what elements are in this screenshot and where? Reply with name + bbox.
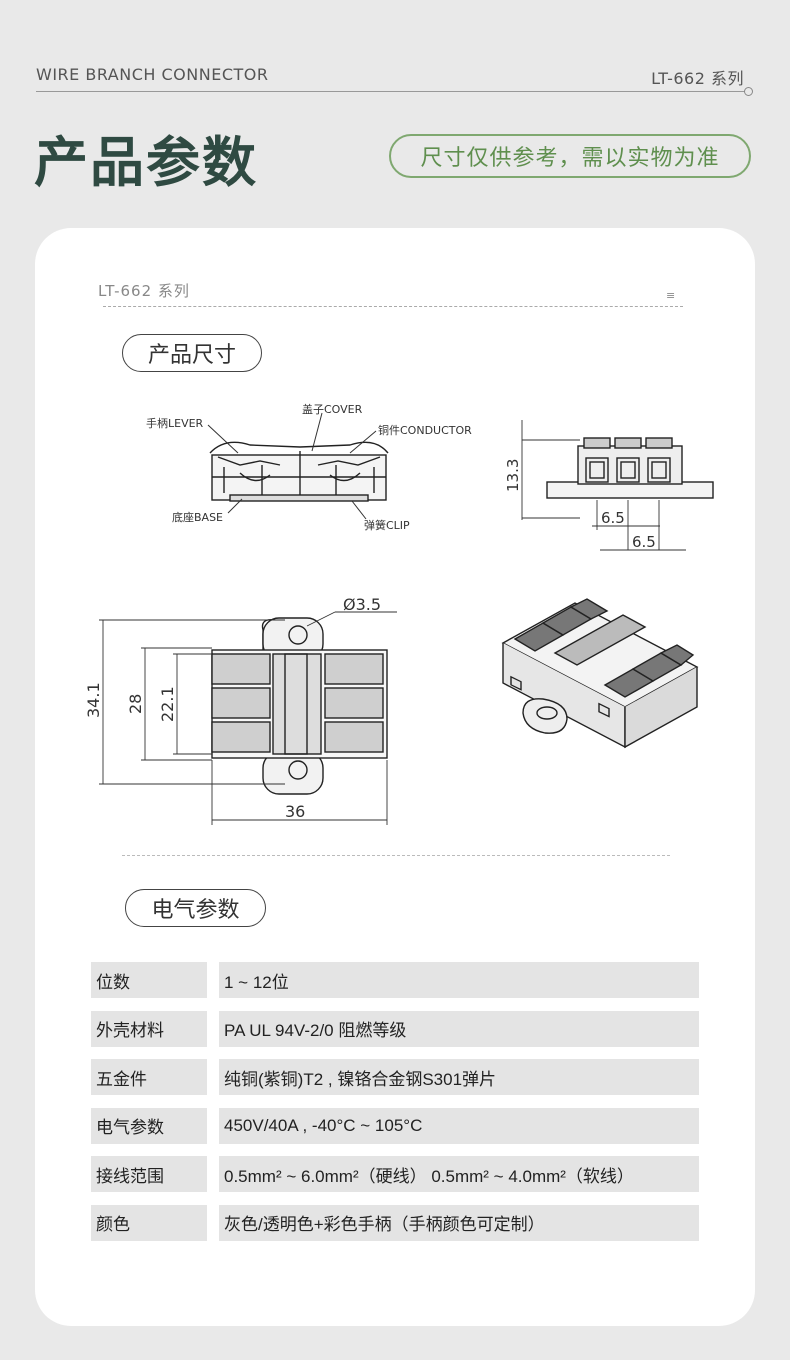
header-divider-dot: [744, 87, 753, 96]
dimension-heading: 产品尺寸: [122, 334, 262, 372]
spec-key: 五金件: [91, 1059, 207, 1095]
isometric-drawing: [501, 598, 699, 749]
spec-value: 灰色/透明色+彩色手柄（手柄颜色可定制）: [219, 1204, 699, 1241]
page-title: 产品参数: [34, 131, 258, 194]
header-left-label: WIRE BRANCH CONNECTOR: [36, 65, 269, 84]
label-base: 底座BASE: [172, 510, 223, 524]
table-row: 位数 1 ~ 12位: [91, 962, 699, 998]
spec-key: 接线范围: [91, 1156, 207, 1192]
note-badge: 尺寸仅供参考，需以实物为准: [389, 134, 751, 178]
spec-value: 450V/40A , -40°C ~ 105°C: [219, 1107, 699, 1144]
spec-key: 电气参数: [91, 1107, 207, 1144]
dim-width: 36: [285, 802, 305, 821]
spec-key: 外壳材料: [91, 1010, 207, 1047]
spec-value: 纯铜(紫铜)T2 , 镍铬合金钢S301弹片: [219, 1059, 699, 1095]
front-view-drawing: 13.3 6.5 6.5: [504, 420, 714, 551]
spec-table: 位数 1 ~ 12位 外壳材料 PA UL 94V-2/0 阻燃等级 五金件 纯…: [91, 962, 699, 1253]
electrical-heading: 电气参数: [125, 889, 266, 927]
dim-height: 13.3: [504, 459, 522, 492]
table-row: 颜色 灰色/透明色+彩色手柄（手柄颜色可定制）: [91, 1204, 699, 1241]
spec-value: PA UL 94V-2/0 阻燃等级: [219, 1010, 699, 1047]
label-lever: 手柄LEVER: [146, 416, 204, 430]
menu-icon: ≡: [666, 289, 676, 302]
dim-hole: Ø3.5: [343, 595, 381, 614]
table-row: 接线范围 0.5mm² ~ 6.0mm²（硬线） 0.5mm² ~ 4.0mm²…: [91, 1156, 699, 1192]
table-row: 电气参数 450V/40A , -40°C ~ 105°C: [91, 1107, 699, 1144]
series-divider: [103, 306, 683, 307]
section-divider: [122, 855, 670, 856]
dim-pitch-b: 6.5: [632, 533, 656, 551]
header-right-label: LT-662 系列: [651, 69, 744, 88]
table-row: 外壳材料 PA UL 94V-2/0 阻燃等级: [91, 1010, 699, 1047]
spec-key: 颜色: [91, 1204, 207, 1241]
header-divider: [36, 91, 748, 92]
dim-body-length: 28: [126, 694, 145, 714]
label-conductor: 铜件CONDUCTOR: [378, 423, 472, 437]
label-cover: 盖子COVER: [302, 402, 363, 416]
side-section-drawing: 手柄LEVER 盖子COVER 铜件CONDUCTOR 底座BASE 弹簧CLI…: [146, 402, 472, 532]
dim-pitch-a: 6.5: [601, 509, 625, 527]
top-view-drawing: Ø3.5 34.1 28 22.1 36: [84, 595, 397, 825]
dim-inner-length: 22.1: [158, 686, 177, 722]
spec-key: 位数: [91, 962, 207, 998]
table-row: 五金件 纯铜(紫铜)T2 , 镍铬合金钢S301弹片: [91, 1059, 699, 1095]
series-label: LT-662 系列: [98, 282, 190, 300]
dim-overall-length: 34.1: [84, 682, 103, 718]
spec-value: 1 ~ 12位: [219, 962, 699, 998]
label-clip: 弹簧CLIP: [364, 518, 410, 532]
spec-value: 0.5mm² ~ 6.0mm²（硬线） 0.5mm² ~ 4.0mm²（软线）: [219, 1156, 699, 1192]
